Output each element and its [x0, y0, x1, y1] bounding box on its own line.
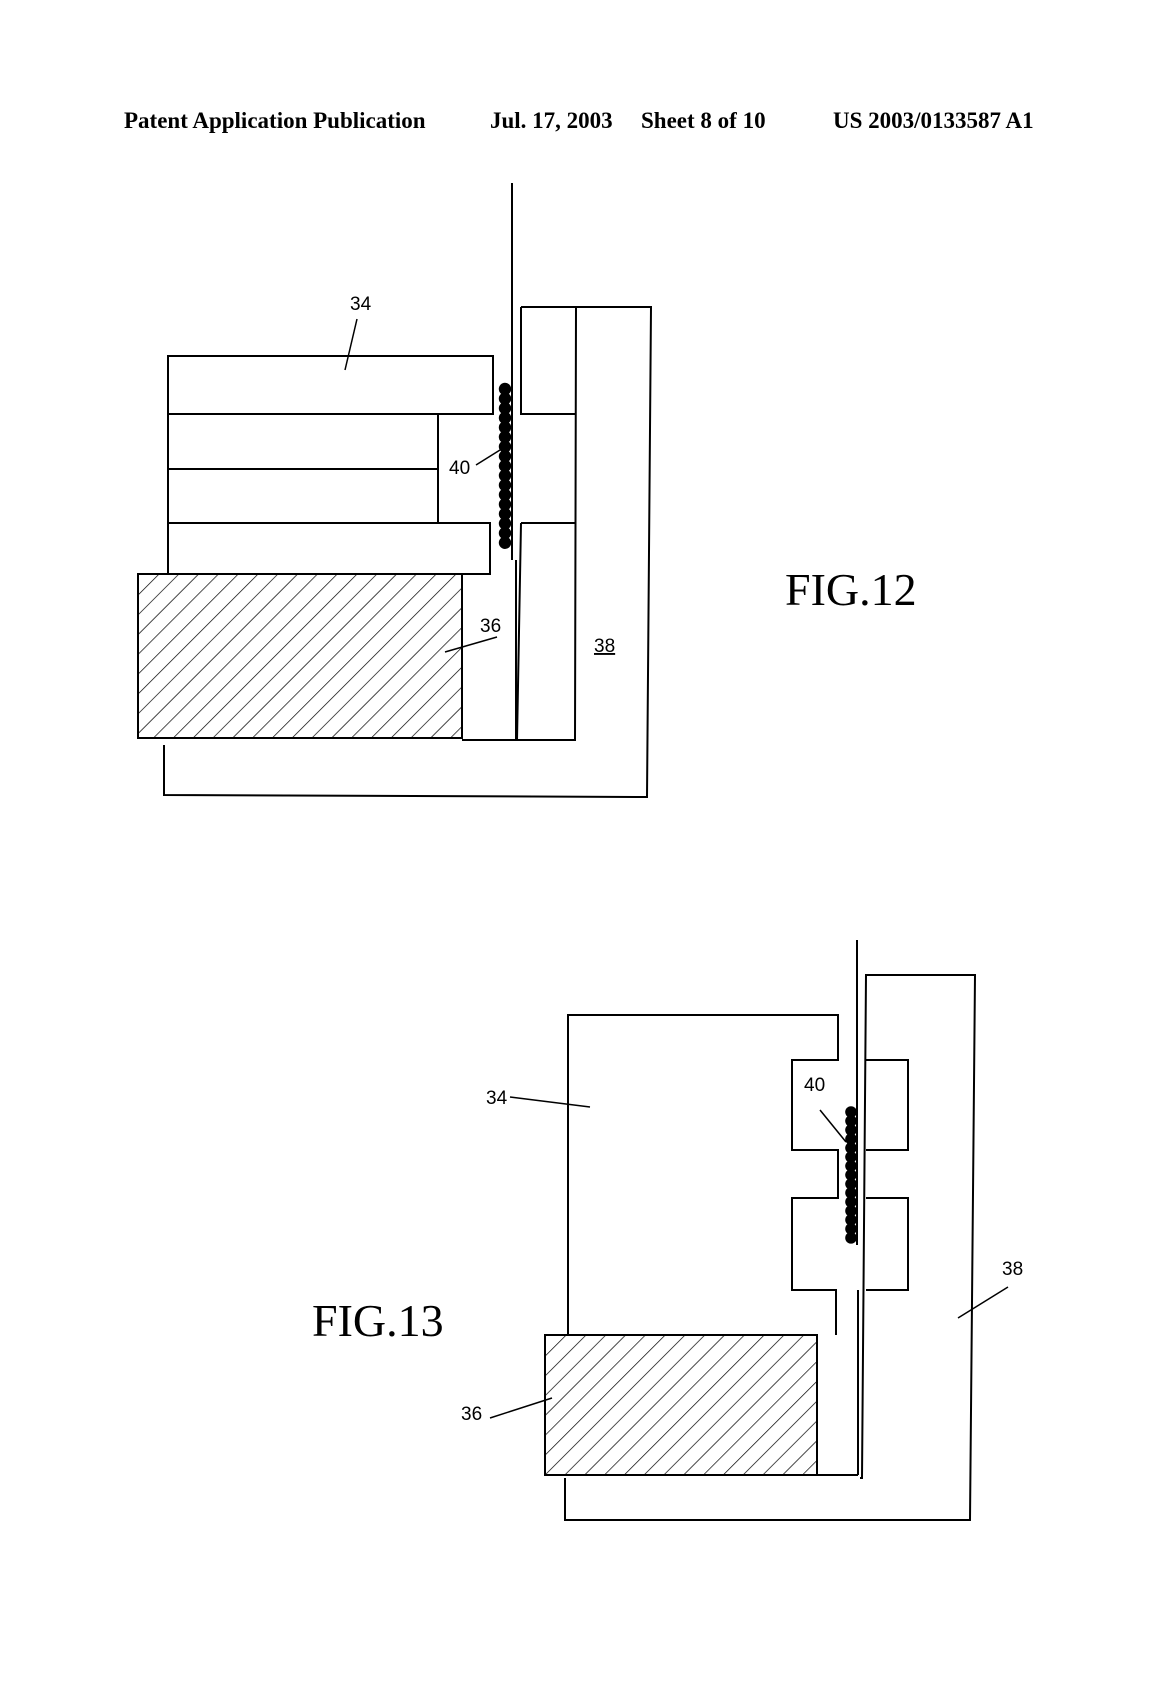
- fig13-particles-40: [845, 1106, 857, 1244]
- header-date: Jul. 17, 2003: [490, 108, 613, 133]
- fig13-ref-38: 38: [1002, 1259, 1023, 1280]
- fig13-bead-3: [845, 1133, 857, 1145]
- fig13-bead-12: [845, 1214, 857, 1226]
- fig13-bead-6: [845, 1160, 857, 1172]
- fig13-ref-40: 40: [804, 1075, 825, 1096]
- fig13-label: FIG.13: [312, 1295, 444, 1346]
- fig13-block-34: [567, 1014, 839, 1335]
- fig12-bead-8: [498, 459, 512, 473]
- figure-13: 34 40 38 36 FIG.13: [312, 940, 1023, 1521]
- fig12-ref-34: 34: [350, 294, 372, 315]
- fig13-notched-bracket: [866, 1059, 909, 1291]
- fig13-bead-9: [845, 1187, 857, 1199]
- header-patent-number: US 2003/0133587 A1: [833, 108, 1034, 133]
- fig13-bead-14: [845, 1232, 857, 1244]
- fig13-leader-34: [509, 1096, 591, 1108]
- fig13-housing-38: [564, 974, 977, 1521]
- fig12-bead-14: [498, 517, 512, 530]
- fig12-bead-3: [498, 411, 512, 425]
- fig13-bead-10: [845, 1196, 857, 1208]
- figure-12: 34 40 36 38 FIG.12: [137, 183, 917, 799]
- fig12-bead-5: [498, 430, 512, 444]
- fig12-leader-36: [444, 636, 498, 653]
- fig13-bead-7: [845, 1169, 857, 1181]
- fig13-leader-36: [489, 1397, 553, 1419]
- fig13-ref-36: 36: [461, 1404, 482, 1425]
- fig12-bead-12: [498, 498, 512, 511]
- fig13-bead-13: [845, 1223, 857, 1235]
- fig12-bead-16: [498, 536, 512, 549]
- fig12-leader-40: [475, 449, 501, 466]
- fig12-bead-13: [498, 507, 512, 521]
- fig13-bead-0: [845, 1106, 857, 1118]
- fig12-bead-15: [498, 526, 512, 540]
- fig13-ref-34: 34: [486, 1088, 508, 1109]
- header-publication: Patent Application Publication: [124, 108, 426, 133]
- fig12-plate-1: [167, 355, 494, 415]
- fig12-hatched-block-36: [137, 573, 463, 739]
- fig13-bead-8: [845, 1178, 857, 1190]
- fig12-bead-2: [498, 402, 512, 415]
- fig13-hatched-block-36: [544, 1334, 818, 1476]
- fig12-particles-40: [498, 382, 512, 549]
- fig12-ref-36: 36: [480, 616, 501, 637]
- fig13-bead-11: [845, 1205, 857, 1217]
- fig12-bead-6: [498, 440, 512, 453]
- fig12-label: FIG.12: [785, 564, 917, 615]
- fig13-leader-40: [819, 1109, 847, 1143]
- fig13-bead-1: [845, 1115, 857, 1127]
- fig12-bead-0: [498, 382, 512, 396]
- fig13-bead-5: [845, 1151, 857, 1163]
- fig12-bead-7: [498, 450, 512, 463]
- fig12-plate-4: [167, 522, 491, 575]
- fig12-ref-40: 40: [449, 458, 470, 479]
- fig12-ref-38: 38: [594, 636, 615, 657]
- fig12-plate-2: [167, 413, 439, 470]
- fig12-bead-9: [498, 469, 512, 482]
- fig13-bead-2: [845, 1124, 857, 1136]
- header-sheet: Sheet 8 of 10: [641, 108, 766, 133]
- fig13-leader-38: [957, 1286, 1009, 1319]
- fig12-leader-34: [344, 318, 358, 371]
- fig12-bead-11: [498, 488, 512, 501]
- fig12-bead-1: [498, 392, 512, 405]
- fig12-bead-10: [498, 478, 512, 492]
- fig12-plate-3: [167, 468, 439, 524]
- fig12-bracket: [516, 306, 576, 741]
- fig13-bead-4: [845, 1142, 857, 1154]
- fig12-bead-4: [498, 421, 512, 434]
